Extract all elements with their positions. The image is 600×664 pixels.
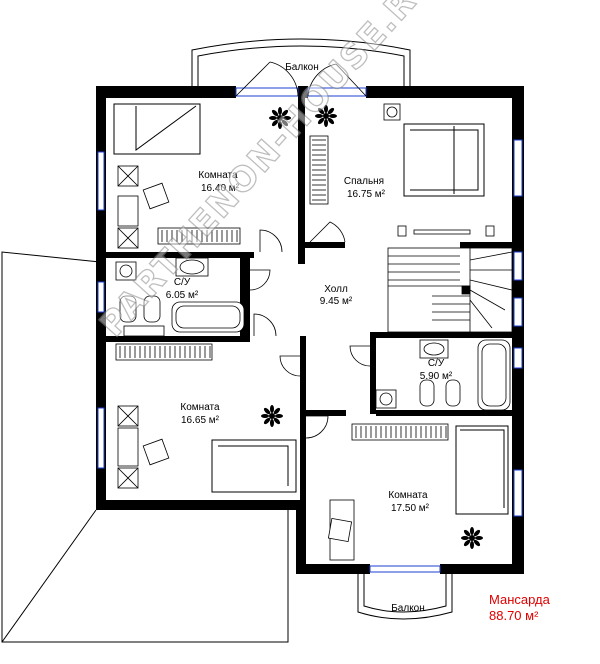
bath-left-area: 6.05 м²	[166, 290, 199, 301]
plant-icons	[261, 105, 483, 549]
plant-icon	[315, 105, 337, 127]
windows	[97, 87, 523, 573]
balcony-bottom	[357, 574, 453, 620]
room-tl-area: 16.40 м²	[201, 183, 240, 194]
doors	[235, 61, 371, 439]
bedroom-name: Спальня	[344, 176, 384, 187]
hall-name: Холл	[324, 284, 348, 295]
radiator-ribs	[119, 139, 447, 438]
bath-right-area: 5.90 м²	[420, 371, 453, 382]
room-br-name: Комната	[388, 490, 428, 501]
bedroom-area: 16.75 м²	[347, 189, 386, 200]
bath-right-name: С/У	[428, 358, 445, 369]
bathroom-fixtures	[115, 257, 511, 411]
balcony-bottom-label: Балкон	[391, 603, 425, 614]
room-labels: Комната 16.40 м² Спальня 16.75 м² С/У 6.…	[166, 62, 453, 614]
roof-outline	[1, 251, 289, 643]
beds	[113, 103, 509, 515]
bath-left-name: С/У	[174, 277, 191, 288]
balcony-top-label: Балкон	[285, 62, 319, 73]
room-bl-area: 16.65 м²	[181, 415, 220, 426]
plant-icon	[461, 527, 483, 549]
room-bl-name: Комната	[180, 402, 220, 413]
plant-icon	[269, 107, 291, 129]
room-br-area: 17.50 м²	[391, 503, 430, 514]
interior-walls	[104, 96, 516, 506]
floor-area: 88.70 м²	[489, 608, 539, 623]
radiators	[115, 135, 449, 441]
furniture	[117, 103, 495, 561]
floor-name: Мансарда	[489, 592, 550, 607]
staircase	[387, 247, 513, 333]
hall-area: 9.45 м²	[320, 296, 353, 307]
balcony-top	[191, 38, 411, 86]
room-tl-name: Комната	[198, 170, 238, 181]
plant-icon	[261, 405, 283, 427]
